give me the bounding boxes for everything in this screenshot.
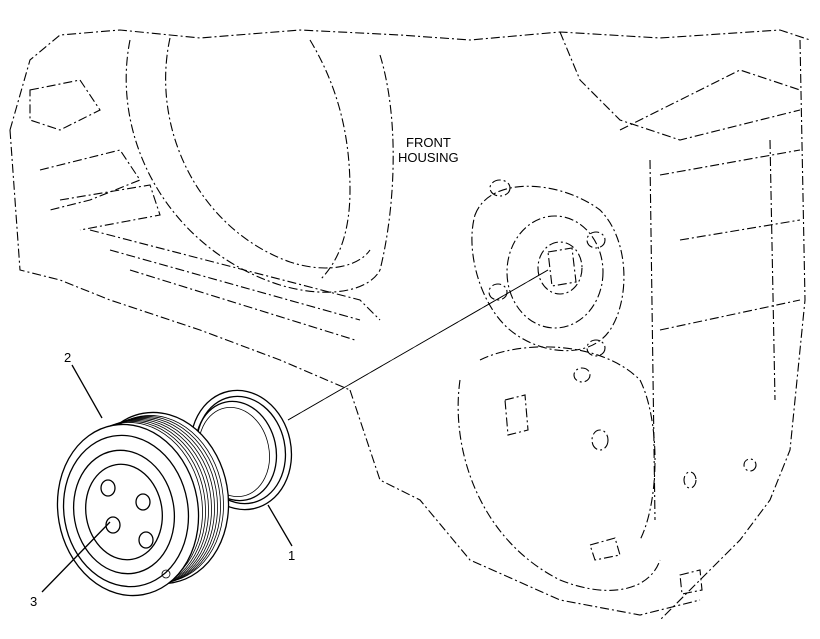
- callout-leaders: [41, 364, 293, 593]
- callout-label-1: 1: [288, 548, 295, 563]
- leader-line-1: [267, 504, 293, 547]
- callout-label-2: 2: [64, 350, 71, 365]
- crankshaft-flange: [471, 185, 625, 352]
- front-housing-label-line2: HOUSING: [398, 150, 459, 165]
- leader-line-3: [41, 521, 111, 593]
- callout-label-3: 3: [30, 594, 37, 609]
- front-housing-label-line1: FRONT: [406, 135, 451, 150]
- front-seal-part-1: [189, 269, 549, 511]
- crankshaft-pulley-part-2: [56, 411, 230, 597]
- leader-line-2: [71, 364, 103, 419]
- front-housing-label: FRONT HOUSING: [398, 135, 459, 165]
